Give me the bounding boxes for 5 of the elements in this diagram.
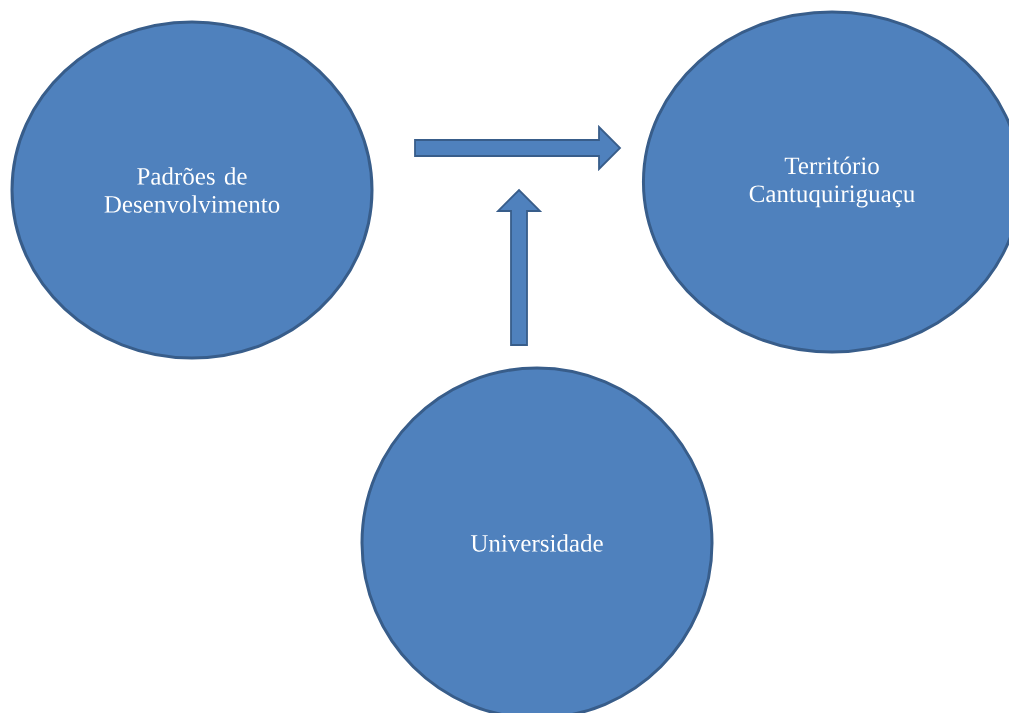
block-arrow <box>495 188 543 346</box>
circle-node: Território Cantuquiriguaçu <box>641 10 1009 354</box>
circle-node: Padrões de Desenvolvimento <box>10 20 374 360</box>
circle-node: Universidade <box>360 366 714 713</box>
block-arrow <box>414 124 622 172</box>
